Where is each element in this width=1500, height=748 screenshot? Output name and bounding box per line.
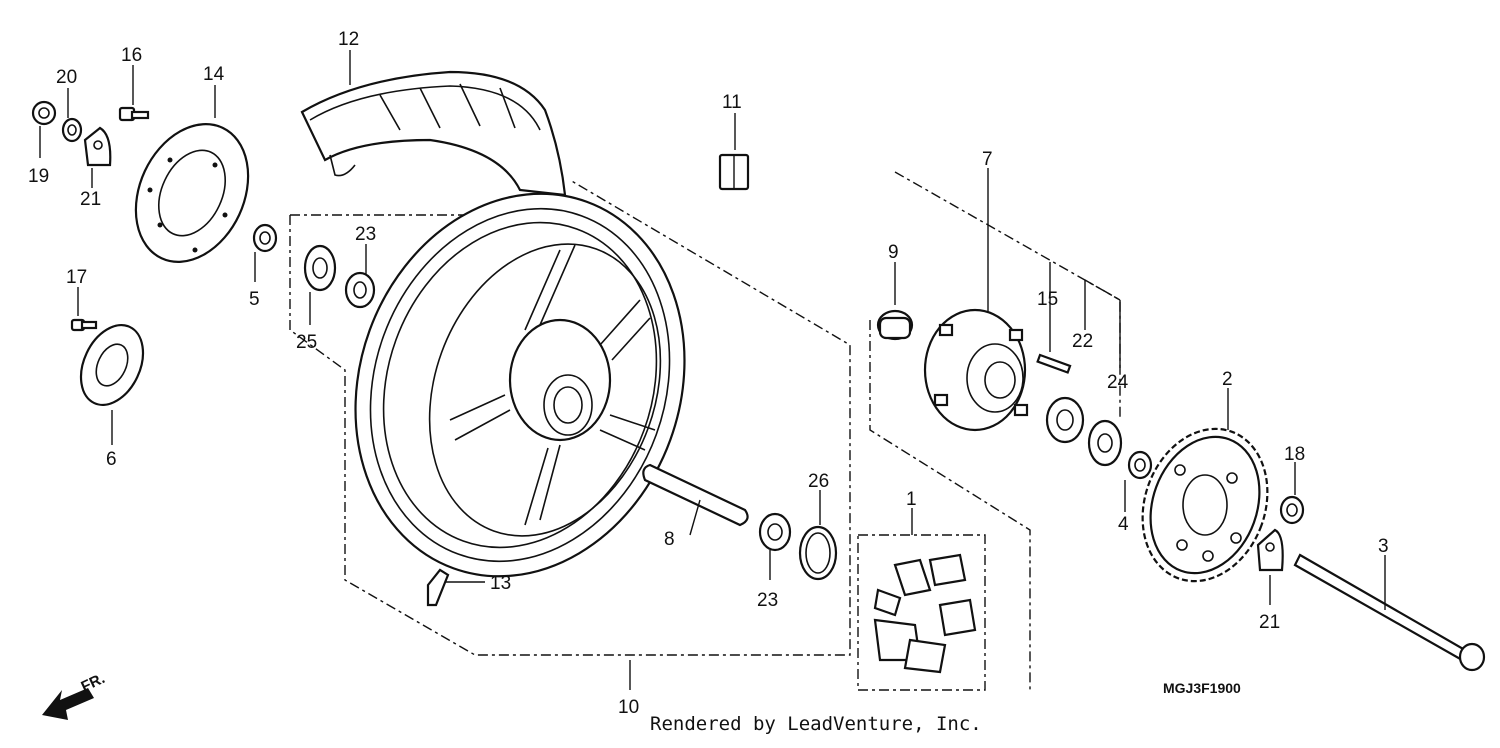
sprocket-2 [1141, 427, 1269, 583]
axle-3 [1293, 553, 1486, 672]
callout-1: 1 [906, 489, 917, 510]
callout-10: 10 [618, 697, 639, 718]
render-credit: Rendered by LeadVenture, Inc. [650, 713, 982, 735]
callout-17: 17 [66, 267, 87, 288]
hub-assembly-outline [869, 171, 1121, 690]
rear-wheel-rim [354, 192, 686, 578]
callout-4: 4 [1118, 514, 1129, 535]
bearing-24 [1087, 419, 1123, 467]
nut-19 [31, 100, 57, 126]
valve-13 [426, 568, 450, 607]
balance-weight-11 [718, 153, 750, 191]
callout-5: 5 [249, 289, 260, 310]
o-ring-26 [798, 525, 838, 581]
callout-23-upper: 23 [355, 224, 376, 245]
callout-26: 26 [808, 471, 829, 492]
bearing-25 [303, 244, 337, 292]
callout-21-right: 21 [1259, 612, 1280, 633]
callout-8: 8 [664, 529, 675, 550]
callout-25: 25 [296, 332, 317, 353]
brake-disc [134, 123, 250, 263]
bearing-23-lower [758, 512, 792, 552]
bearing-22 [1045, 396, 1085, 444]
callout-16: 16 [121, 45, 142, 66]
diagram-code: MGJ3F1900 [1163, 680, 1241, 696]
front-direction-label: FR. [79, 670, 108, 696]
distance-collar-8 [642, 463, 749, 527]
bracket-21-left [83, 126, 112, 167]
callout-labels: 12 14 16 20 19 21 5 23 25 17 6 11 7 9 15… [28, 29, 1389, 718]
bolt-17 [70, 318, 98, 332]
arrow-left-icon [42, 688, 94, 720]
callout-24: 24 [1107, 372, 1129, 393]
nut-18 [1279, 495, 1305, 525]
collar-5 [252, 223, 278, 253]
callout-12: 12 [338, 29, 359, 50]
callout-2: 2 [1222, 369, 1233, 390]
damper-box-outline [857, 534, 986, 691]
callout-18: 18 [1284, 444, 1305, 465]
callout-13: 13 [490, 573, 511, 594]
callout-15: 15 [1037, 289, 1058, 310]
stud-15 [1036, 353, 1072, 374]
washer-20 [61, 117, 83, 143]
bracket-21-right [1256, 528, 1284, 572]
bearing-23-upper [344, 271, 376, 309]
callout-11: 11 [722, 92, 742, 113]
pulser-ring-6 [79, 324, 145, 406]
collar-9 [876, 309, 914, 341]
callout-21-left: 21 [80, 189, 101, 210]
callout-7: 7 [982, 149, 993, 170]
driven-flange-7 [923, 308, 1029, 432]
callout-14: 14 [203, 64, 225, 85]
callout-23-lower: 23 [757, 590, 778, 611]
callout-3: 3 [1378, 536, 1389, 557]
leader-lines [39, 50, 1386, 690]
damper-rubbers-1 [873, 553, 977, 674]
bolt-16 [118, 106, 150, 122]
callout-9: 9 [888, 242, 899, 263]
callout-20: 20 [56, 67, 77, 88]
callout-19: 19 [28, 166, 49, 187]
callout-22: 22 [1072, 331, 1093, 352]
callout-6: 6 [106, 449, 117, 470]
front-direction-arrow: FR. [42, 670, 108, 720]
wheel-assembly-outline [289, 179, 851, 656]
rear-tire [300, 70, 567, 197]
collar-4 [1127, 450, 1153, 480]
